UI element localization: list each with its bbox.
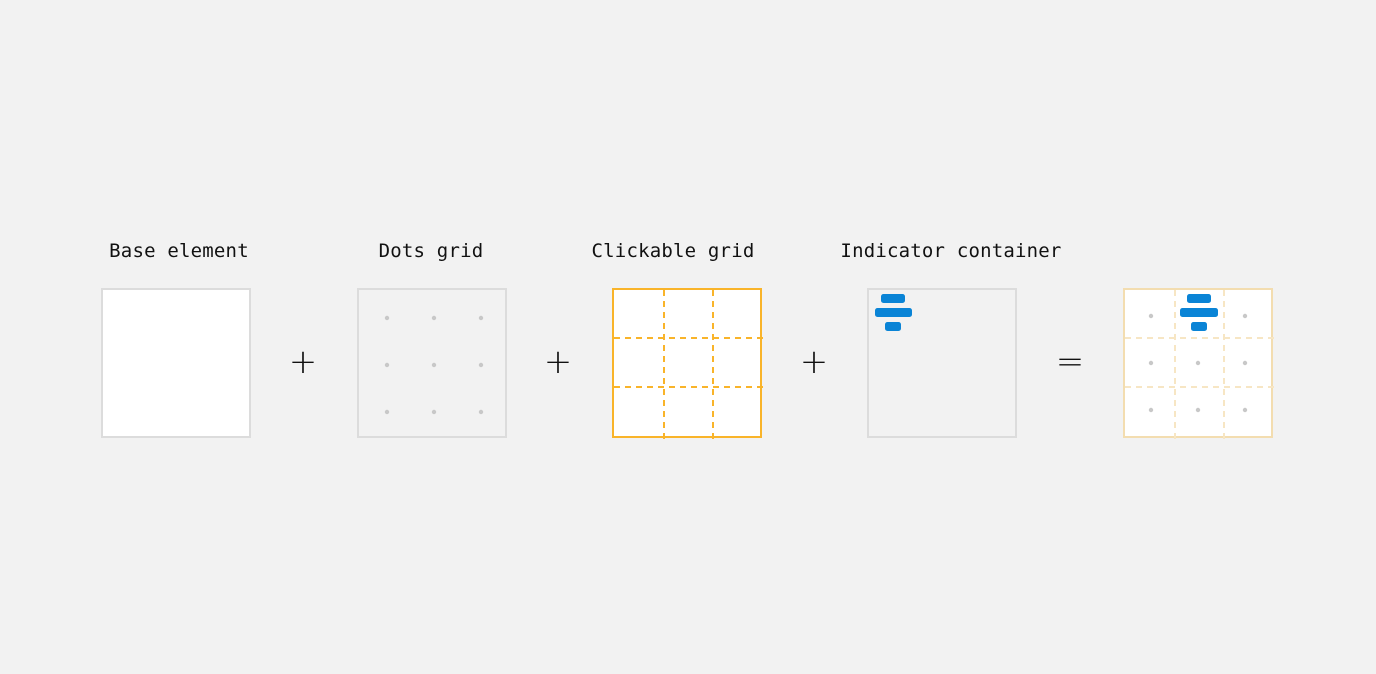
grid-dot [1242,407,1248,413]
base-element-label: Base element [109,240,249,262]
indicator-container-label: Indicator container [840,240,1062,262]
plus-operator: + [288,342,318,382]
indicator-container-box [867,288,1017,438]
grid-dot [1148,407,1154,413]
grid-dot [1148,360,1154,366]
dots-grid-label: Dots grid [378,240,484,262]
grid-dot [431,315,437,321]
result-graphic [1125,290,1275,440]
grid-dot [1242,313,1248,319]
result-box [1123,288,1275,440]
grid-dot [1195,407,1201,413]
align-center-icon [875,294,912,331]
align-center-icon [1180,294,1218,331]
grid-dot [384,362,390,368]
grid-dot [431,409,437,415]
clickable-grid-box [612,288,764,440]
clickable-grid-graphic [614,290,764,440]
grid-dot [478,362,484,368]
plus-operator: + [799,342,829,382]
base-element-box [101,288,251,438]
dots-grid-box [357,288,507,438]
grid-dot [1242,360,1248,366]
grid-dot [1195,360,1201,366]
plus-operator: + [543,342,573,382]
equals-operator: = [1055,342,1085,382]
grid-dot [1148,313,1154,319]
grid-dot [431,362,437,368]
grid-dot [384,315,390,321]
dots-grid-graphic [384,315,484,415]
grid-dot [478,315,484,321]
grid-dot [478,409,484,415]
grid-dot [384,409,390,415]
clickable-grid-label: Clickable grid [591,240,755,262]
